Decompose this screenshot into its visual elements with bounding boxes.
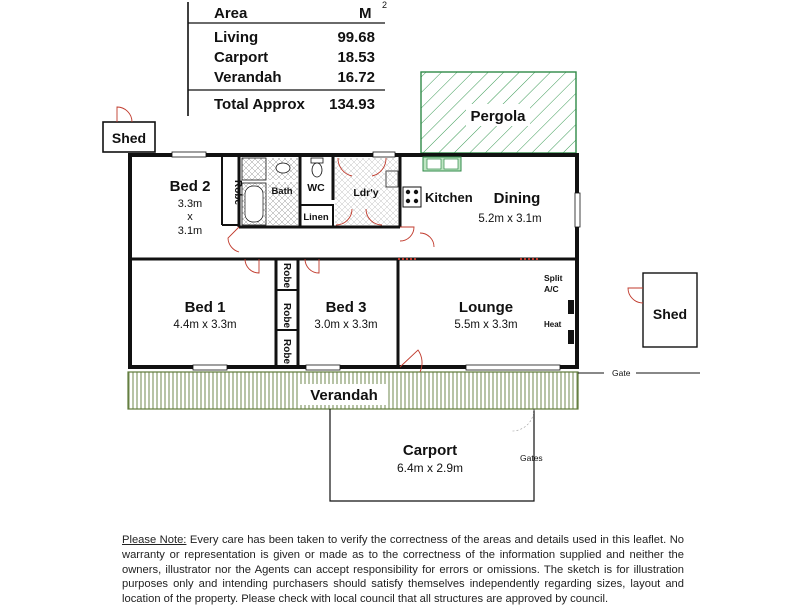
- robe-label: Robe: [281, 263, 292, 288]
- gates-label: Gates: [520, 453, 543, 463]
- bed1-label: Bed 1: [185, 299, 226, 316]
- windows: [171, 151, 581, 371]
- bed2-dim: 3.3m: [178, 198, 202, 210]
- bed3-label: Bed 3: [326, 299, 367, 316]
- kitchen-sink-icon: [422, 156, 462, 172]
- bath-label: Bath: [271, 186, 292, 197]
- bed1-dims: 4.4m x 3.3m: [173, 319, 236, 331]
- area-row-value: 99.68: [337, 29, 375, 46]
- door-swing-icon: [227, 226, 240, 253]
- robe-bed2-label: Robe: [232, 180, 243, 205]
- floor-plan: Area M 2 Living 99.68 Carport 18.53 Vera…: [102, 0, 700, 502]
- bed2-dim: 3.1m: [178, 225, 202, 237]
- basin-icon: [275, 162, 291, 174]
- shed-left-label: Shed: [112, 130, 146, 146]
- door-swing-icon: [335, 208, 353, 226]
- door-swing-icon: [371, 157, 387, 177]
- door-swing-icon: [399, 349, 423, 373]
- disclaimer-heading: Please Note:: [122, 534, 187, 546]
- carport-dims: 6.4m x 2.9m: [397, 461, 463, 475]
- area-row-label: Carport: [214, 49, 268, 66]
- lounge-dims: 5.5m x 3.3m: [454, 319, 517, 331]
- bathtub-icon: [241, 182, 267, 226]
- verandah-label: Verandah: [310, 387, 378, 404]
- dining-dims: 5.2m x 3.1m: [478, 213, 541, 225]
- shed-left-door-icon: [116, 106, 133, 123]
- pergola: Pergola: [420, 71, 577, 154]
- laundry-label: Ldr'y: [353, 187, 378, 199]
- bed3-dims: 3.0m x 3.3m: [314, 319, 377, 331]
- carport: Carport 6.4m x 2.9m Gates: [329, 408, 543, 502]
- disclaimer-note: Please Note: Every care has been taken t…: [122, 533, 684, 607]
- split-ac-label: Split: [544, 273, 563, 283]
- robe-label: Robe: [281, 339, 292, 364]
- area-row-label: Living: [214, 29, 258, 46]
- door-swing-icon: [337, 157, 353, 177]
- shed-right-label: Shed: [653, 306, 687, 322]
- area-header-sup: 2: [382, 0, 387, 10]
- area-table: Area M 2 Living 99.68 Carport 18.53 Vera…: [187, 0, 387, 116]
- area-total-value: 134.93: [329, 96, 375, 113]
- verandah: Verandah: [127, 371, 579, 410]
- shed-right: Shed: [627, 272, 698, 348]
- stove-icon: [402, 186, 422, 208]
- toilet-icon: [310, 157, 324, 178]
- heater-unit-icon: [568, 330, 574, 344]
- shed-right-door-icon: [627, 287, 644, 304]
- split-ac-unit-icon: [568, 300, 574, 314]
- doors: [227, 157, 435, 373]
- shower-icon: [241, 157, 267, 181]
- wc-label: WC: [307, 182, 325, 194]
- shed-left: Shed: [102, 106, 156, 153]
- bed2-label: Bed 2: [170, 178, 211, 195]
- gate-label: Gate: [612, 368, 631, 378]
- area-row-value: 18.53: [337, 49, 375, 66]
- area-header-label: Area: [214, 5, 248, 22]
- door-swing-icon: [419, 232, 435, 248]
- robe-label: Robe: [281, 303, 292, 328]
- heat-label: Heat: [544, 320, 562, 329]
- split-ac-label: A/C: [544, 284, 559, 294]
- disclaimer-body: Every care has been taken to verify the …: [122, 534, 684, 606]
- area-total-label: Total Approx: [214, 96, 305, 113]
- pergola-label: Pergola: [470, 108, 526, 125]
- bath-floor-tile: [268, 182, 298, 225]
- door-swing-icon: [365, 208, 383, 226]
- door-swing-icon: [244, 258, 260, 274]
- room-labels: Bed 2 3.3m x 3.1m Robe Bath WC Linen Ldr…: [170, 178, 563, 364]
- house-walls: [128, 153, 579, 369]
- lounge-label: Lounge: [459, 299, 513, 316]
- bed2-dim-x: x: [187, 211, 193, 223]
- carport-label: Carport: [403, 442, 457, 459]
- area-row-value: 16.72: [337, 69, 375, 86]
- kitchen-label: Kitchen: [425, 190, 473, 205]
- linen-label: Linen: [303, 212, 329, 223]
- gate-swing-icon: [511, 408, 535, 432]
- dining-label: Dining: [494, 190, 541, 207]
- door-swing-icon: [399, 226, 415, 242]
- area-row-label: Verandah: [214, 69, 282, 86]
- area-header-unit: M: [359, 5, 372, 22]
- door-swing-icon: [304, 258, 320, 274]
